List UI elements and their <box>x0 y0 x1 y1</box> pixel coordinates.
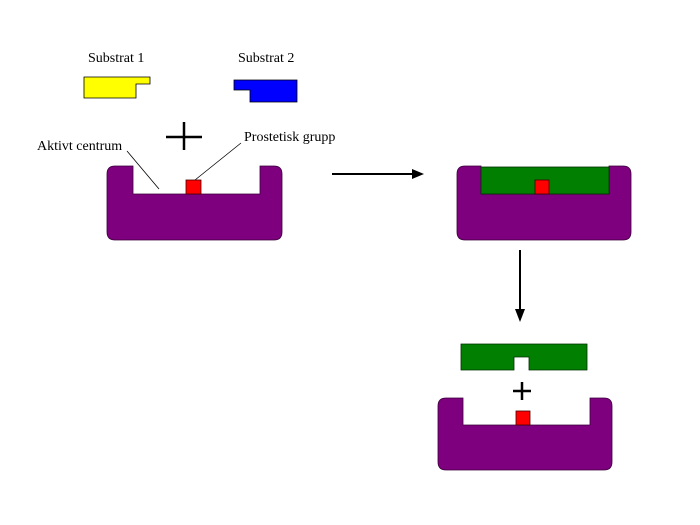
substrate2-shape <box>233 79 298 103</box>
prosthetic-group-pointer <box>194 142 242 181</box>
product-shape <box>460 343 588 371</box>
plus-sign-1 <box>166 122 202 150</box>
substrate2-label: Substrat 2 <box>238 51 294 66</box>
plus-sign-2 <box>513 382 531 400</box>
active-site-pointer <box>126 150 160 190</box>
active-site-label: Aktivt centrum <box>37 139 122 154</box>
prosthetic-group-2 <box>534 179 550 195</box>
prosthetic-group-label: Prostetisk grupp <box>244 130 335 145</box>
prosthetic-group-1 <box>185 179 202 195</box>
arrow-down <box>515 250 525 322</box>
enzyme-3 <box>437 397 613 471</box>
enzyme-2 <box>456 165 632 241</box>
prosthetic-group-3 <box>515 410 531 426</box>
substrate1-label: Substrat 1 <box>88 51 144 66</box>
enzyme-1 <box>106 165 283 241</box>
substrate1-shape <box>83 76 151 99</box>
arrow-right <box>332 169 424 179</box>
